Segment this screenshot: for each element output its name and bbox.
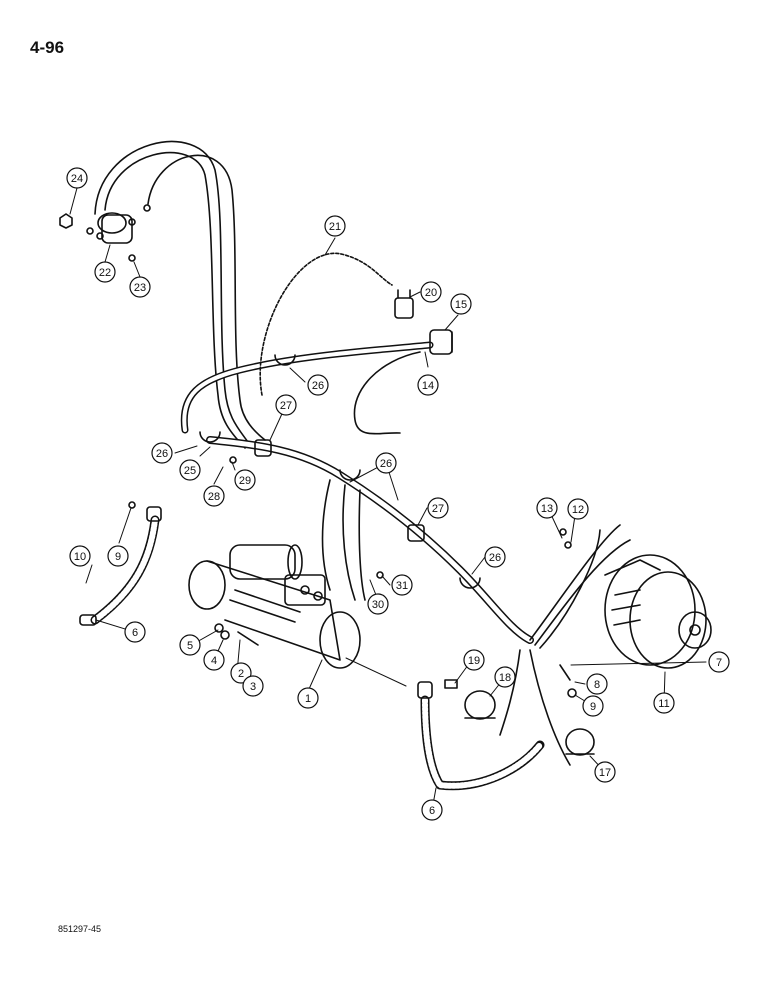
- starter-leads: [321, 479, 366, 601]
- callout-label: 13: [541, 503, 553, 515]
- callout-30: 30: [367, 593, 389, 615]
- callout-10: 10: [69, 545, 91, 567]
- callout-15: 15: [450, 293, 472, 315]
- callout-label: 11: [658, 698, 669, 710]
- callout-label: 6: [132, 627, 138, 639]
- callout-23: 23: [129, 276, 151, 298]
- callout-label: 21: [329, 221, 341, 233]
- callout-label: 8: [594, 679, 600, 691]
- ground-strap-icon: [79, 506, 545, 791]
- washer-icon: [128, 501, 577, 698]
- callout-label: 27: [432, 503, 444, 515]
- leader-lines: [69, 187, 707, 811]
- callout-20: 20: [420, 281, 442, 303]
- callout-label: 22: [99, 267, 111, 279]
- callout-label: 14: [422, 380, 434, 392]
- callout-11: 11: [653, 692, 675, 714]
- alternator-leads: [499, 524, 631, 766]
- battery-cables: [94, 140, 266, 449]
- callout-label: 18: [499, 672, 511, 684]
- callout-label: 25: [184, 465, 196, 477]
- callout-8: 8: [586, 673, 608, 695]
- callout-28: 28: [203, 485, 225, 507]
- callout-26: 26: [307, 374, 329, 396]
- callout-label: 2: [238, 668, 244, 680]
- callout-1: 1: [297, 687, 319, 709]
- callout-18: 18: [494, 666, 516, 688]
- callout-label: 9: [590, 701, 596, 713]
- callout-14: 14: [417, 374, 439, 396]
- callout-label: 1: [305, 693, 311, 705]
- callout-label: 19: [468, 655, 480, 667]
- callout-label: 24: [71, 173, 83, 185]
- callout-label: 23: [134, 282, 146, 294]
- alternator-icon: [604, 554, 712, 669]
- callout-label: 26: [489, 552, 501, 564]
- callout-17: 17: [594, 761, 616, 783]
- callout-19: 19: [463, 649, 485, 671]
- nut-icon: [220, 456, 572, 640]
- callout-7: 7: [708, 651, 730, 673]
- callout-21: 21: [324, 215, 346, 237]
- starter-motor-icon: [188, 544, 361, 669]
- callout-24: 24: [66, 167, 88, 189]
- callout-5: 5: [179, 634, 201, 656]
- figure-code: 851297-45: [58, 924, 102, 934]
- callout-13: 13: [536, 497, 558, 519]
- callout-29: 29: [234, 469, 256, 491]
- callout-label: 9: [115, 551, 121, 563]
- callout-label: 31: [396, 580, 408, 592]
- callout-label: 26: [380, 458, 392, 470]
- callout-4: 4: [203, 649, 225, 671]
- sensor-icon: [394, 289, 414, 319]
- callout-label: 28: [208, 491, 220, 503]
- page-number: 4-96: [30, 38, 65, 57]
- callout-label: 27: [280, 400, 292, 412]
- callout-27: 27: [427, 497, 449, 519]
- callout-label: 3: [250, 681, 256, 693]
- callout-27: 27: [275, 394, 297, 416]
- callout-25: 25: [179, 459, 201, 481]
- callout-label: 5: [187, 640, 193, 652]
- callout-9: 9: [582, 695, 604, 717]
- callout-26: 26: [484, 546, 506, 568]
- callout-label: 20: [425, 287, 437, 299]
- callout-label: 10: [74, 551, 86, 563]
- callout-22: 22: [94, 261, 116, 283]
- wire-harness-icon: [180, 252, 534, 644]
- callout-label: 30: [372, 599, 384, 611]
- callout-6: 6: [421, 799, 443, 821]
- callout-label: 12: [572, 504, 584, 516]
- callout-label: 4: [211, 655, 217, 667]
- callout-9: 9: [107, 545, 129, 567]
- callout-label: 7: [716, 657, 722, 669]
- solenoid-icon: [59, 204, 151, 262]
- callout-label: 29: [239, 475, 251, 487]
- callout-3: 3: [242, 675, 264, 697]
- callout-label: 15: [455, 299, 467, 311]
- callout-31: 31: [391, 574, 413, 596]
- callout-label: 17: [599, 767, 611, 779]
- engine-mounts: [464, 690, 595, 756]
- bolt-icon: [237, 631, 571, 689]
- callout-label: 26: [312, 380, 324, 392]
- callout-label: 26: [156, 448, 168, 460]
- callout-12: 12: [567, 498, 589, 520]
- callout-label: 6: [429, 805, 435, 817]
- callout-2: 2: [230, 662, 252, 684]
- callout-6: 6: [124, 621, 146, 643]
- callout-26: 26: [375, 452, 397, 474]
- callout-26: 26: [151, 442, 173, 464]
